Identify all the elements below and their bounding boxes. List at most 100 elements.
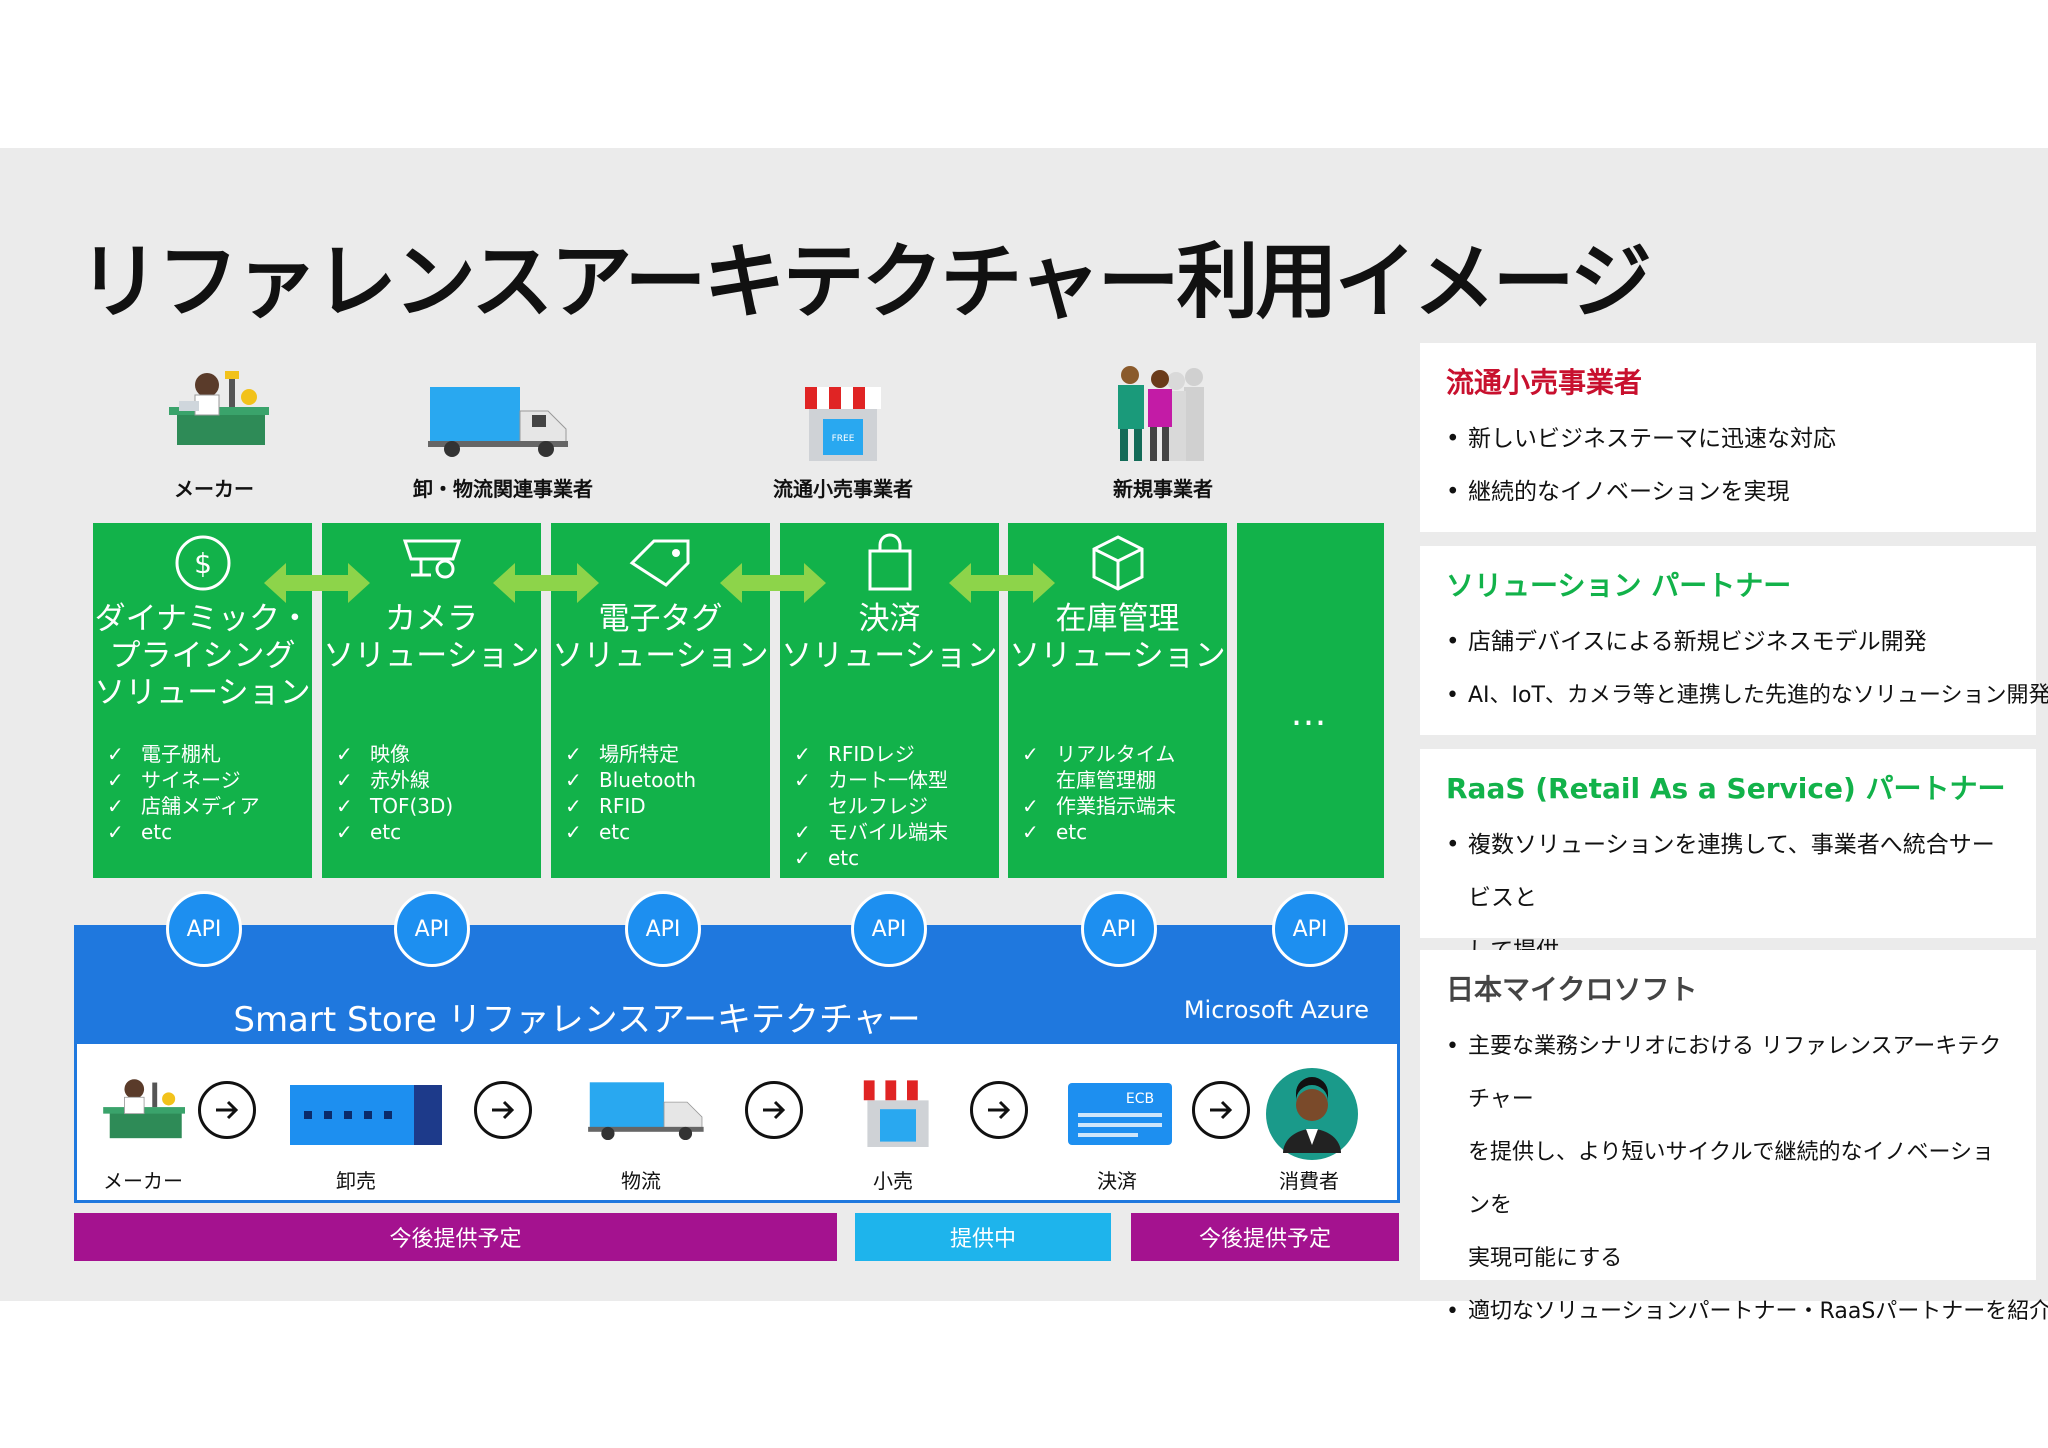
actor-maker: メーカー (94, 355, 334, 502)
api-badge[interactable]: API (394, 891, 470, 967)
page-title: リファレンスアーキテクチャー利用イメージ (78, 235, 1652, 330)
solution-name: 決済 ソリューション (781, 601, 998, 674)
actor-label: 卸・物流関連事業者 (413, 477, 593, 501)
camera-icon (322, 533, 541, 593)
card-title: ソリューション パートナー (1446, 569, 1792, 602)
warehouse-icon (290, 1065, 442, 1145)
flow-label: 卸売 (336, 1169, 376, 1193)
double-arrow-icon (264, 563, 370, 603)
feature-item: etc (1022, 819, 1176, 845)
platform-band: Smart Store リファレンスアーキテクチャー Microsoft Azu… (77, 928, 1397, 1044)
status-bar-planned: 今後提供予定 (74, 1213, 837, 1261)
actor-logistics: 卸・物流関連事業者 (383, 355, 623, 502)
feature-item: etc (794, 845, 948, 871)
feature-item: モバイル端末 (794, 819, 948, 845)
card-title: RaaS (Retail As a Service) パートナー (1446, 772, 2006, 805)
arrow-right-icon (1192, 1081, 1250, 1139)
feature-item: カート一体型 セルフレジ (794, 767, 948, 819)
feature-list: 場所特定 Bluetooth RFID etc (565, 741, 696, 845)
feature-list: 電子棚札 サイネージ 店舗メディア etc (107, 741, 260, 845)
card-bullet: 新しいビジネステーマに迅速な対応 (1446, 413, 2010, 466)
feature-item: 映像 (336, 741, 453, 767)
double-arrow-icon (720, 563, 826, 603)
flow-label: 消費者 (1279, 1169, 1339, 1193)
card-retailer: 流通小売事業者 新しいビジネステーマに迅速な対応 継続的なイノベーションを実現 (1420, 343, 2036, 532)
actor-label: 新規事業者 (1113, 477, 1213, 501)
svg-text:FREE: FREE (832, 434, 855, 444)
card-bullet: 継続的なイノベーションを実現 (1446, 466, 2010, 519)
feature-item: サイネージ (107, 767, 260, 793)
arrow-right-icon (198, 1081, 256, 1139)
double-arrow-icon (949, 563, 1055, 603)
credit-card-icon: ECB (1068, 1065, 1172, 1145)
card-microsoft: 日本マイクロソフト 主要な業務シナリオにおける リファレンスアーキテクチャー を… (1420, 950, 2048, 1338)
feature-item: etc (336, 819, 453, 845)
solution-name: ダイナミック・ プライシング ソリューション (94, 601, 311, 711)
feature-item: TOF(3D) (336, 793, 453, 819)
api-badge[interactable]: API (851, 891, 927, 967)
people-icon (1043, 355, 1283, 463)
feature-item: リアルタイム 在庫管理棚 (1022, 741, 1176, 793)
actor-retailer: FREE 流通小売事業者 (723, 355, 963, 502)
feature-item: RFIDレジ (794, 741, 948, 767)
card-bullet: 店舗デバイスによる新規ビジネスモデル開発 (1446, 616, 2010, 669)
tag-icon (551, 533, 770, 593)
feature-list: RFIDレジ カート一体型 セルフレジ モバイル端末 etc (794, 741, 948, 871)
truck-icon (588, 1065, 712, 1145)
box-icon (1008, 533, 1227, 593)
maker-icon (90, 1065, 190, 1155)
feature-item: etc (565, 819, 696, 845)
card-title: 日本マイクロソフト (1446, 973, 1698, 1006)
shopping-bag-icon (780, 533, 999, 593)
feature-item: 場所特定 (565, 741, 696, 767)
flow-label: 決済 (1097, 1169, 1137, 1193)
api-badge[interactable]: API (1081, 891, 1157, 967)
feature-item: 赤外線 (336, 767, 453, 793)
solution-name: 在庫管理 ソリューション (1009, 601, 1226, 674)
status-bar-planned: 今後提供予定 (1131, 1213, 1399, 1261)
feature-item: 店舗メディア (107, 793, 260, 819)
card-bullet: 適切なソリューションパートナー・RaaSパートナーを紹介する (1446, 1285, 2048, 1338)
flow-label: メーカー (103, 1169, 183, 1193)
arrow-right-icon (970, 1081, 1028, 1139)
arrow-right-icon (474, 1081, 532, 1139)
flow-label: 小売 (873, 1169, 913, 1193)
solution-name: カメラ ソリューション (323, 601, 540, 674)
feature-item: etc (107, 819, 260, 845)
solution-more[interactable]: … (1237, 523, 1384, 878)
consumer-avatar (1262, 1065, 1362, 1161)
actor-label: 流通小売事業者 (773, 477, 913, 501)
actor-label: メーカー (174, 477, 254, 501)
feature-list: リアルタイム 在庫管理棚 作業指示端末 etc (1022, 741, 1176, 845)
smart-store-platform: Smart Store リファレンスアーキテクチャー Microsoft Azu… (74, 925, 1400, 1203)
feature-item: Bluetooth (565, 767, 696, 793)
svg-text:ECB: ECB (1126, 1091, 1154, 1107)
more-label: … (1290, 693, 1331, 734)
svg-text:$: $ (194, 547, 212, 580)
feature-item: 電子棚札 (107, 741, 260, 767)
arrow-right-icon (745, 1081, 803, 1139)
feature-item: RFID (565, 793, 696, 819)
azure-label: Microsoft Azure (1183, 996, 1369, 1024)
store-icon (858, 1065, 938, 1151)
platform-title: Smart Store リファレンスアーキテクチャー (233, 1000, 921, 1040)
card-bullet: AI、IoT、カメラ等と連携した先進的なソリューション開発 (1446, 669, 2048, 722)
feature-list: 映像 赤外線 TOF(3D) etc (336, 741, 453, 845)
dollar-icon: $ (93, 533, 312, 593)
card-solution-partner: ソリューション パートナー 店舗デバイスによる新規ビジネスモデル開発 AI、Io… (1420, 546, 2048, 735)
solution-name: 電子タグ ソリューション (552, 601, 769, 674)
api-badge[interactable]: API (166, 891, 242, 967)
actor-newcomer: 新規事業者 (1043, 355, 1283, 502)
truck-icon (383, 355, 623, 463)
flow-label: 物流 (621, 1169, 661, 1193)
status-bar-available: 提供中 (855, 1213, 1111, 1261)
maker-icon (94, 355, 334, 463)
card-raas-partner: RaaS (Retail As a Service) パートナー 複数ソリューシ… (1420, 749, 2036, 964)
double-arrow-icon (493, 563, 599, 603)
card-title: 流通小売事業者 (1446, 366, 1643, 399)
card-bullet: 主要な業務シナリオにおける リファレンスアーキテクチャー を提供し、より短いサイ… (1446, 1020, 2010, 1285)
store-icon: FREE (723, 355, 963, 463)
api-badge[interactable]: API (1272, 891, 1348, 967)
api-badge[interactable]: API (625, 891, 701, 967)
feature-item: 作業指示端末 (1022, 793, 1176, 819)
